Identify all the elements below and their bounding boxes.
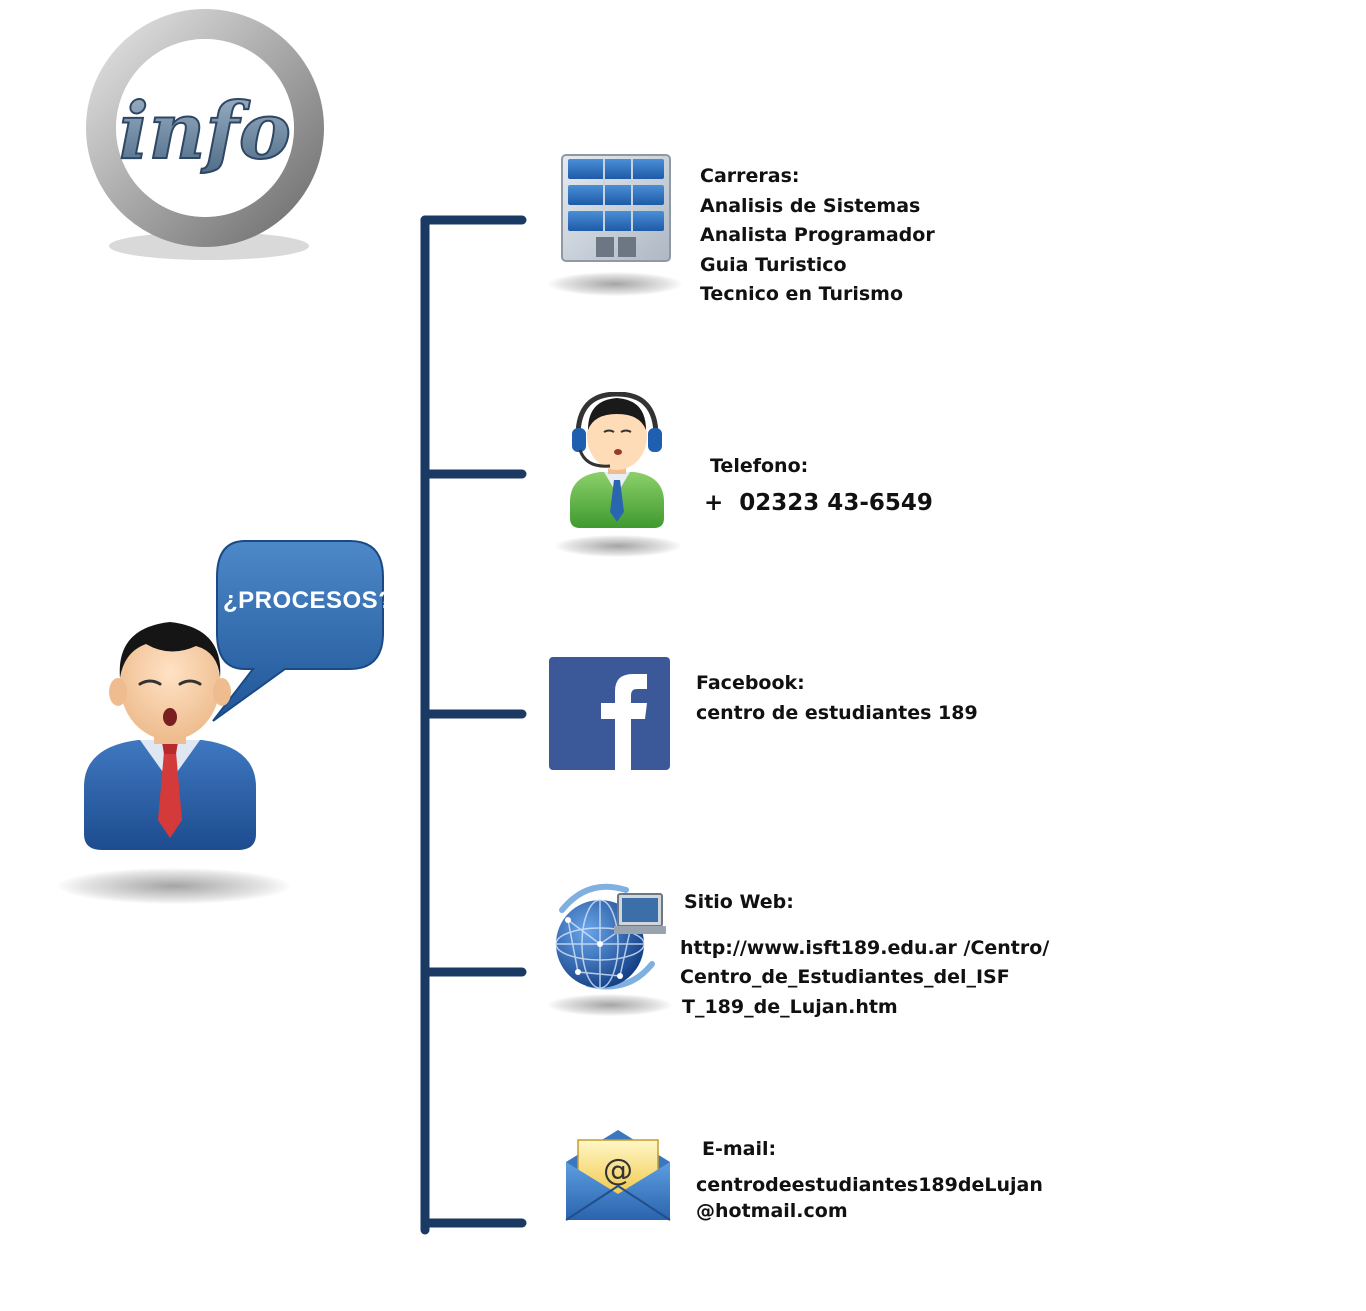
web-line-3[interactable]: T_189_de_Lujan.htm (682, 995, 898, 1018)
speech-bubble-shape (212, 540, 384, 722)
carreras-line-4: Tecnico en Turismo (700, 283, 904, 305)
facebook-icon-wrap (549, 657, 670, 770)
web-line-1[interactable]: http://www.isft189.edu.ar /Centro/ (680, 936, 1050, 959)
speech-bubble-text: ¿PROCESOS? (223, 587, 394, 614)
telefono-text: Telefono: + 02323 43-6549 (704, 452, 933, 516)
telefono-title: Telefono: (710, 455, 809, 477)
carreras-line-3: Guia Turistico (700, 253, 847, 276)
globe-shadow (548, 994, 672, 1016)
carreras-line-2: Analista Programador (700, 224, 935, 246)
envelope-at-icon: @ (565, 1130, 671, 1221)
operator-shadow (555, 535, 681, 557)
info-logo: info (84, 8, 328, 268)
telefono-icon-wrap (566, 391, 668, 532)
carreras-icon-wrap (560, 153, 672, 265)
web-title: Sitio Web: (684, 891, 794, 913)
web-text: Sitio Web: http://www.isft189.edu.ar /Ce… (680, 888, 1049, 1022)
email-line-2[interactable]: @hotmail.com (696, 1200, 848, 1222)
speech-bubble: ¿PROCESOS? (205, 537, 393, 723)
person-shadow (58, 868, 290, 904)
telefono-value: + 02323 43-6549 (704, 490, 933, 516)
info-ring-icon: info (86, 9, 324, 260)
facebook-title: Facebook: (696, 672, 805, 694)
facebook-value: centro de estudiantes 189 (696, 701, 978, 724)
email-line-1[interactable]: centrodeestudiantes189deLujan (696, 1173, 1043, 1196)
email-icon-wrap: @ (564, 1128, 672, 1222)
connector-lines (420, 215, 527, 1235)
carreras-text: Carreras: Analisis de Sistemas Analista … (700, 162, 935, 310)
person-avatar (78, 612, 262, 857)
carreras-title: Carreras: (700, 165, 800, 187)
headset-operator-icon (570, 391, 664, 528)
info-logo-text: info (119, 86, 291, 177)
email-text: E-mail: centrodeestudiantes189deLujan @h… (696, 1135, 1043, 1222)
web-icon-wrap (548, 880, 666, 992)
facebook-icon (549, 657, 670, 770)
globe-computer-icon (555, 883, 666, 990)
person-speaking-icon (84, 622, 256, 850)
email-title: E-mail: (702, 1138, 777, 1160)
carreras-line-1: Analisis de Sistemas (700, 194, 921, 217)
facebook-text: Facebook: centro de estudiantes 189 (696, 669, 978, 728)
building-shadow (548, 272, 682, 296)
svg-text:@: @ (603, 1153, 633, 1188)
building-icon (561, 154, 671, 262)
web-line-2[interactable]: Centro_de_Estudiantes_del_ISF (680, 966, 1010, 988)
